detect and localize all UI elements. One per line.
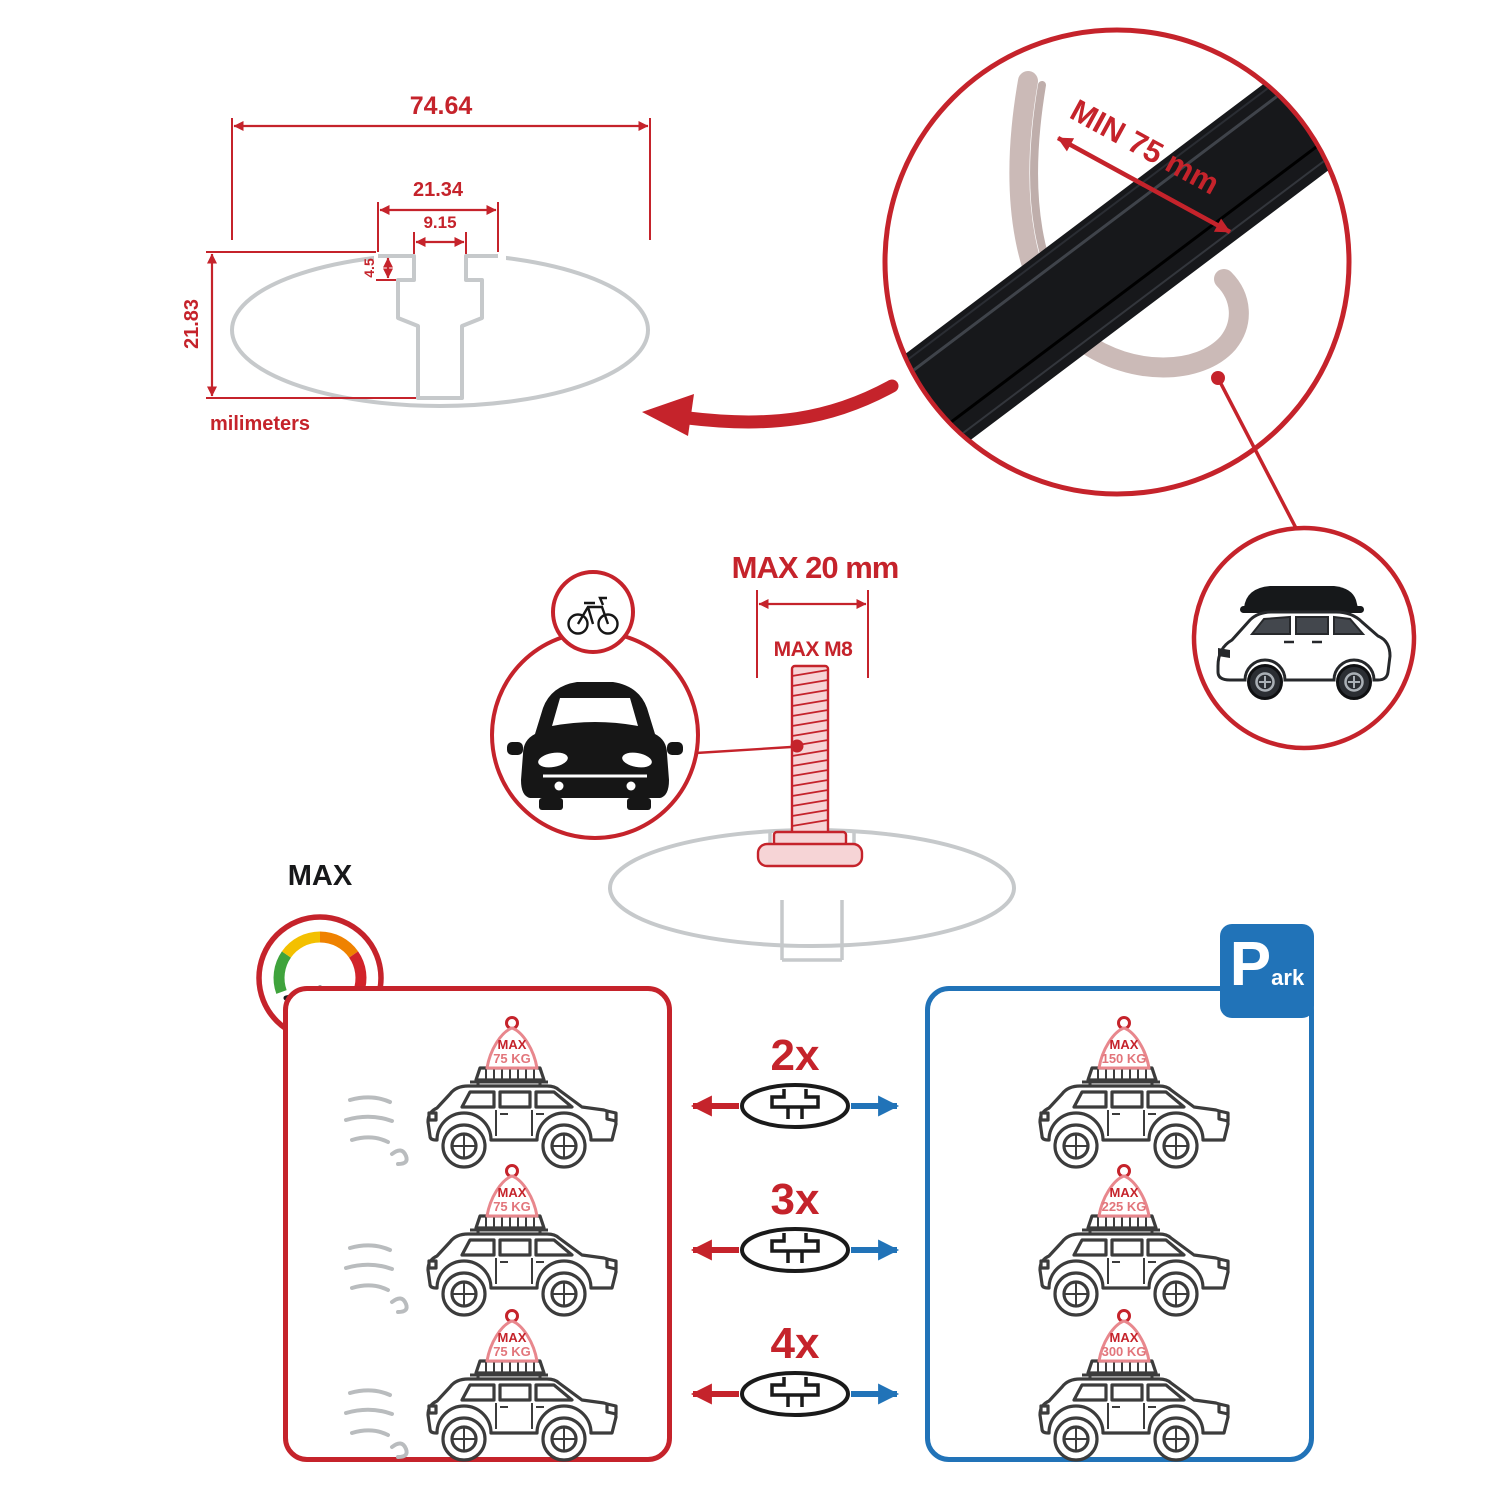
callout-line bbox=[695, 745, 792, 755]
crossbar-detail-circle: MIN 75 mm bbox=[882, 27, 1352, 497]
car-parked-1: MAX 150 KG bbox=[1038, 1016, 1230, 1169]
callout-dot bbox=[790, 739, 804, 753]
count-label: 4x bbox=[771, 1319, 820, 1368]
cross-section-drawing: 74.64 21.34 9.15 4.5 21.83 milimeters bbox=[181, 92, 651, 435]
load-max-label: MAX bbox=[498, 1330, 527, 1345]
load-value: 150 KG bbox=[1102, 1051, 1147, 1066]
parking-sign: P ark bbox=[1220, 924, 1314, 1018]
bike-badge-circle bbox=[551, 570, 635, 654]
load-value: 225 KG bbox=[1102, 1199, 1147, 1214]
callout-line bbox=[1216, 377, 1300, 533]
car-parked-3: MAX 300 KG bbox=[1038, 1309, 1230, 1462]
pointer-arrow bbox=[642, 379, 899, 436]
gauge-title: MAX bbox=[287, 860, 353, 892]
car-front-icon bbox=[507, 682, 683, 810]
load-max-label: MAX bbox=[498, 1037, 527, 1052]
dim-lip-depth: 4.5 bbox=[361, 258, 377, 278]
suv-roofbox-circle bbox=[1191, 525, 1417, 751]
bolt-spec-drawing: MAX 20 mm MAX M8 bbox=[490, 550, 1016, 962]
car-driving-3: MAX 75 KG bbox=[344, 1309, 618, 1462]
min-span-arrow bbox=[1056, 136, 1232, 234]
row-3x: 3x bbox=[690, 1175, 900, 1273]
load-value: 300 KG bbox=[1102, 1344, 1147, 1359]
parking-sign-letter: P bbox=[1229, 930, 1272, 999]
row-4x: 4x bbox=[690, 1319, 900, 1417]
bicycle-icon bbox=[567, 596, 619, 635]
dim-height: 21.83 bbox=[181, 299, 203, 349]
car-front-circle bbox=[490, 570, 700, 840]
parking-sign-suffix: ark bbox=[1271, 965, 1305, 990]
dim-total-width: 74.64 bbox=[410, 92, 473, 120]
load-max-label: MAX bbox=[498, 1185, 527, 1200]
dim-slot-outer: 21.34 bbox=[413, 179, 464, 201]
suv-with-roofbox-icon bbox=[1216, 586, 1392, 700]
count-label: 2x bbox=[771, 1031, 820, 1080]
load-max-label: MAX bbox=[1110, 1037, 1139, 1052]
row-2x: 2x bbox=[690, 1031, 900, 1129]
dim-slot-opening: 9.15 bbox=[423, 213, 456, 232]
t-bolt-icon bbox=[756, 664, 864, 868]
load-value: 75 KG bbox=[493, 1199, 531, 1214]
max-width-label: MAX 20 mm bbox=[732, 550, 899, 585]
load-value: 75 KG bbox=[493, 1344, 531, 1359]
arrowhead bbox=[642, 394, 694, 436]
max-thread-label: MAX M8 bbox=[774, 638, 853, 661]
t-slot-profile bbox=[378, 254, 498, 400]
load-max-label: MAX bbox=[1110, 1185, 1139, 1200]
load-value: 75 KG bbox=[493, 1051, 531, 1066]
units-label: milimeters bbox=[210, 413, 310, 435]
load-max-label: MAX bbox=[1110, 1330, 1139, 1345]
clamp-strap-icon bbox=[1009, 71, 1249, 378]
count-label: 3x bbox=[771, 1175, 820, 1224]
car-driving-2: MAX 75 KG bbox=[344, 1164, 618, 1317]
car-parked-2: MAX 225 KG bbox=[1038, 1164, 1230, 1317]
car-driving-1: MAX 75 KG bbox=[344, 1016, 618, 1169]
